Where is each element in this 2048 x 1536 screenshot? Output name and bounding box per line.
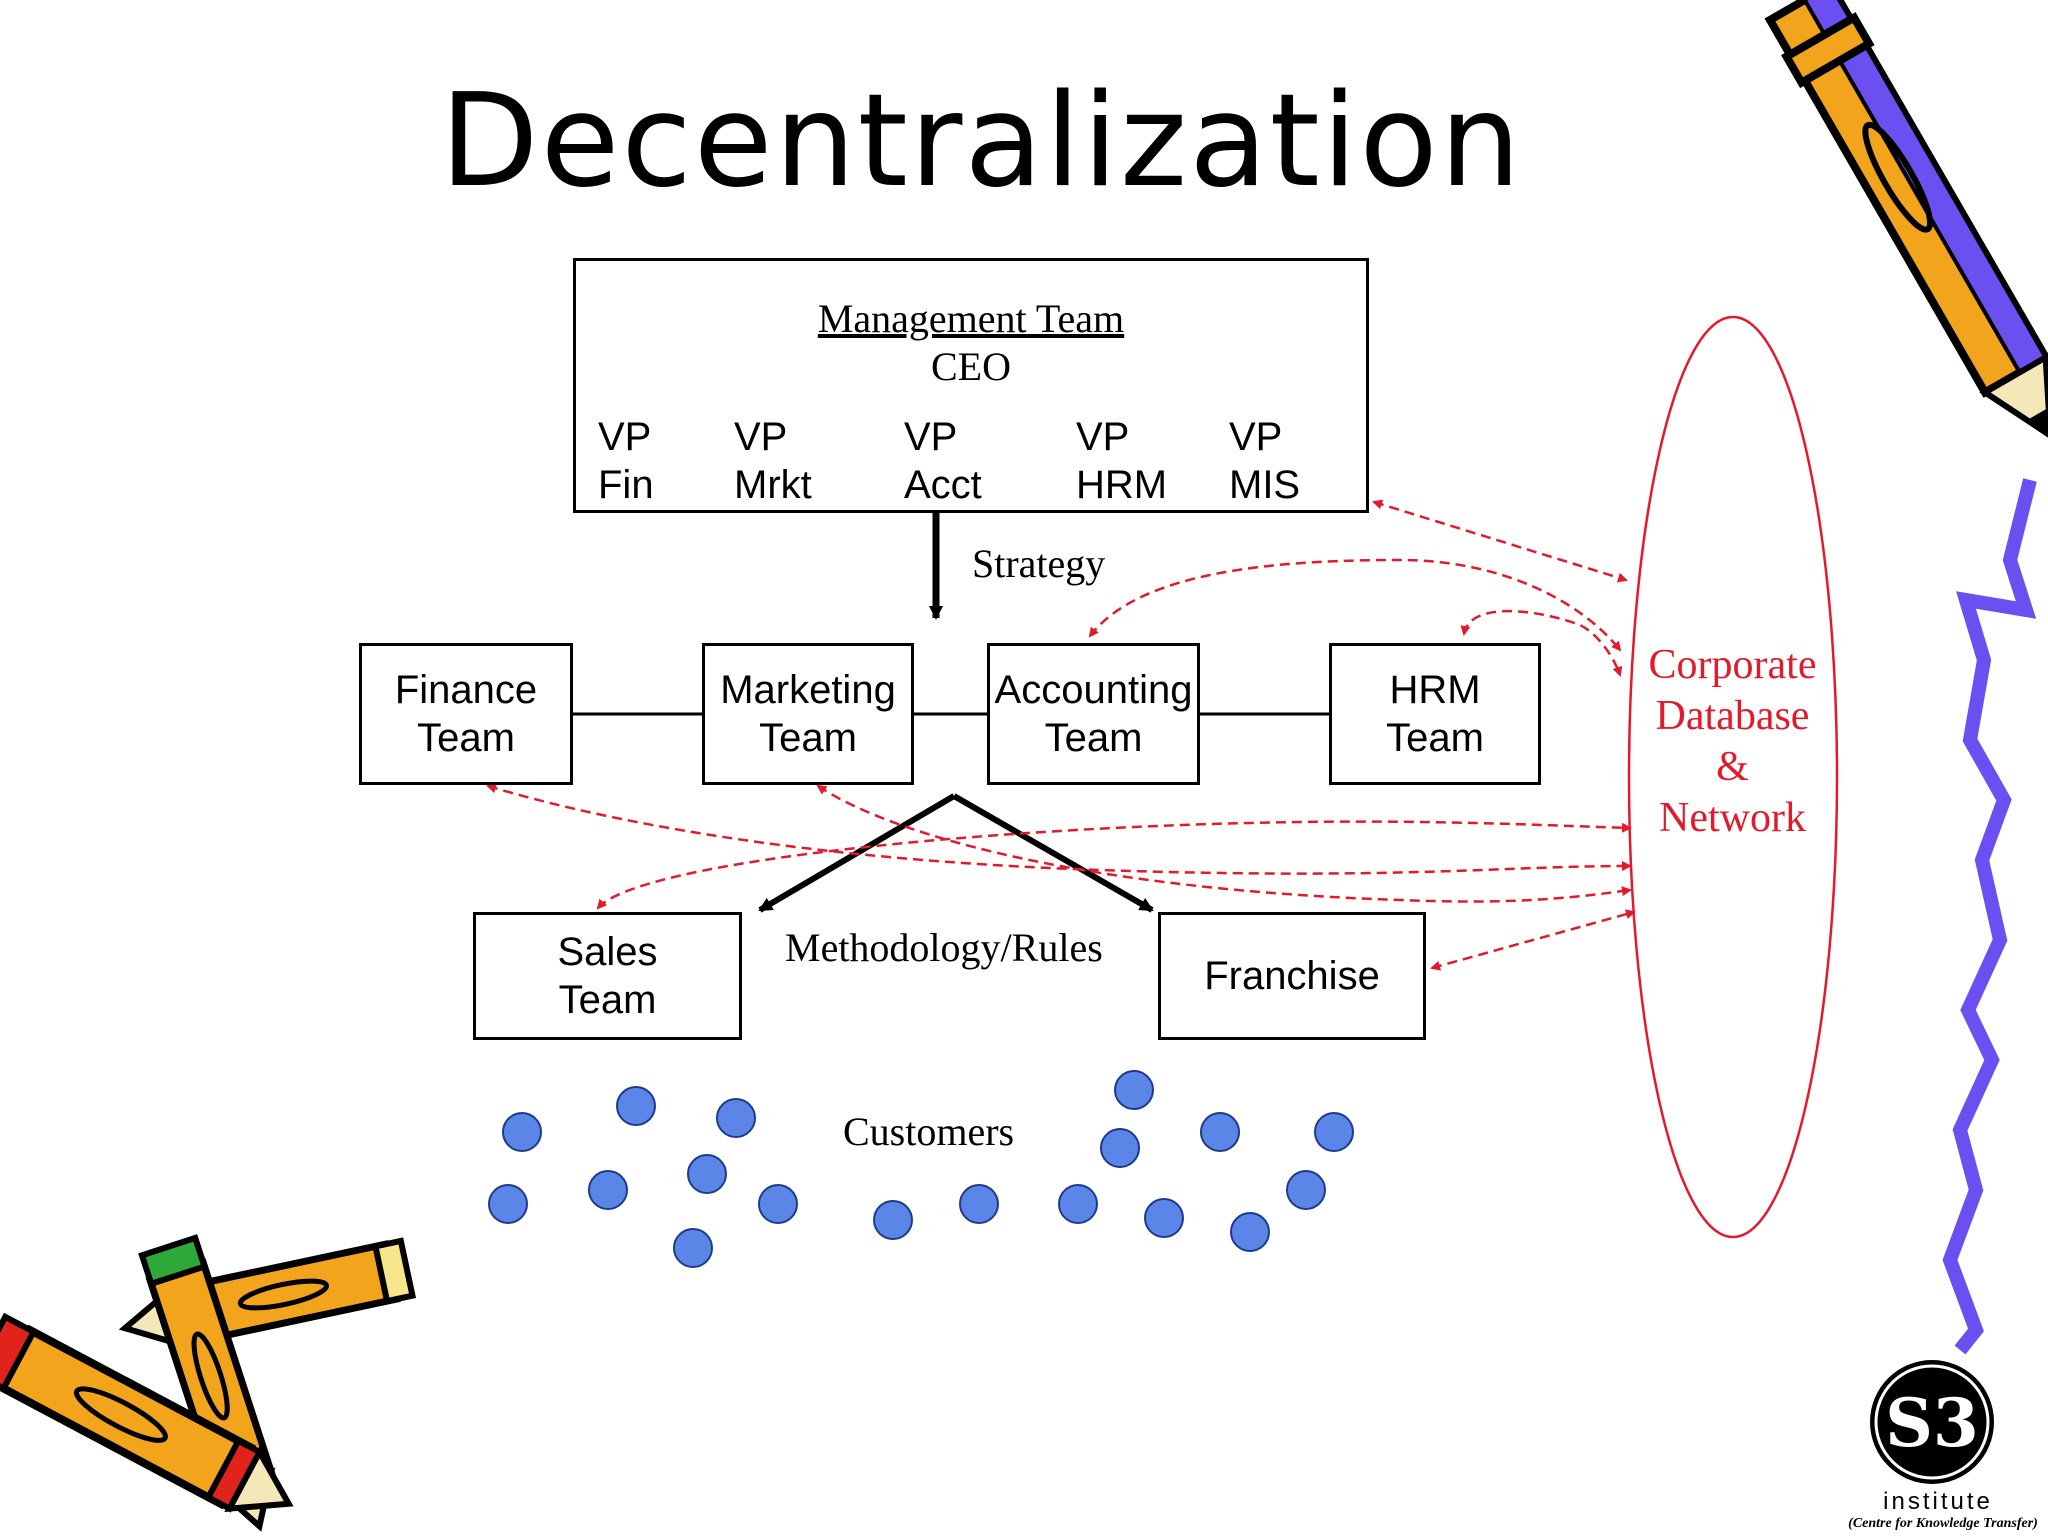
customer-dot [1144,1198,1184,1238]
link-finance-database [486,783,1632,875]
customer-dot [758,1184,798,1224]
customer-dot [716,1098,756,1138]
link-hrm-database [1460,609,1623,677]
logo-mark: S3 [1885,1384,1979,1462]
database-ellipse [1627,315,1839,1239]
link-management-database [1372,499,1628,583]
customer-dots [488,1070,1354,1268]
link-franchise-database [1430,909,1636,971]
customer-dot [959,1184,999,1224]
methodology-arrow-franchise [952,793,1154,913]
ceo-label: CEO [931,344,1011,389]
customer-dot [588,1170,628,1210]
customer-dot [1100,1128,1140,1168]
link-sales-database [596,820,1632,910]
customer-dot [673,1228,713,1268]
customer-dot [1114,1070,1154,1110]
logo-name: institute [1883,1488,1993,1515]
management-team-heading: Management Team [817,296,1125,341]
customer-dot [502,1112,542,1152]
pencil-icon [1764,0,2048,442]
customer-dot [873,1200,913,1240]
customer-dot [488,1184,528,1224]
methodology-label: Methodology/Rules [785,925,1103,970]
logo-tagline: (Centre for Knowledge Transfer) [1848,1516,2038,1531]
customer-dot [687,1154,727,1194]
slide-title: Decentralization [440,67,1523,216]
squiggle-decoration [1942,478,2037,1355]
link-accounting-database [1088,558,1622,652]
strategy-label: Strategy [972,541,1106,586]
crossed-pencils-icon [0,1234,417,1532]
customer-dot [616,1086,656,1126]
customer-dot [1058,1184,1098,1224]
customer-dot [1314,1112,1354,1152]
franchise-box: Franchise [1158,912,1426,1040]
customers-label: Customers [843,1109,1015,1154]
s3-logo-icon: S3 [1870,1360,1994,1484]
customer-dot [1286,1170,1326,1210]
customer-dot [1230,1212,1270,1252]
corporate-database-label: Corporate Database & Network [1648,642,1817,841]
customer-dot [1200,1112,1240,1152]
